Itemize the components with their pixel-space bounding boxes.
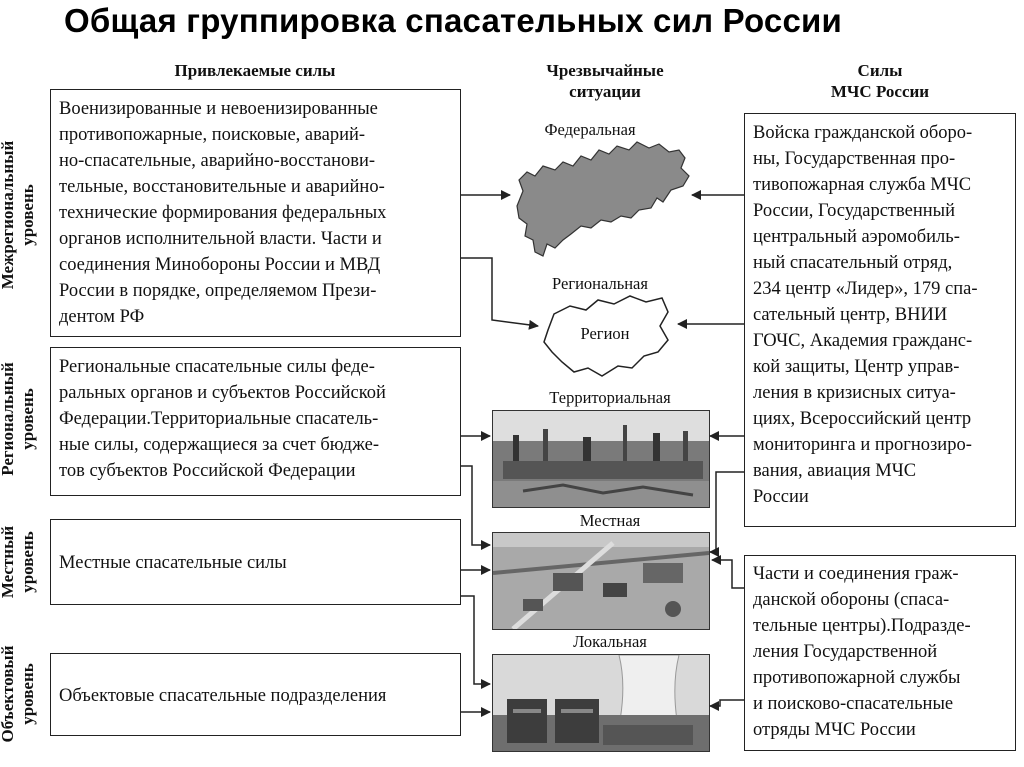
box-interregional-attracted: Военизированные и невоенизированные прот…: [50, 89, 461, 337]
box-line: отряды МЧС России: [753, 720, 916, 740]
local-photo: [492, 532, 710, 630]
russia-map-icon: [516, 141, 690, 257]
box-line: технические формирования федеральных: [59, 203, 387, 223]
label-federal: Федеральная: [544, 120, 636, 139]
box-line: ГОЧС, Академия гражданс-: [753, 331, 973, 351]
box-line: Федерации.Территориальные спасатель-: [59, 409, 379, 429]
box-line: тельные, восстановительные и аварийно-: [59, 177, 385, 197]
box-line: Объектовые спасательные подразделения: [59, 685, 387, 706]
region-map-icon: [543, 295, 669, 377]
box-line: соединения Минобороны России и МВД: [59, 255, 381, 275]
box-line: Региональные спасательные силы феде-: [59, 357, 375, 377]
column-header-emergencies-line1: Чрезвычайные: [546, 61, 664, 80]
box-line: противопожарные, поисковые, аварий-: [59, 125, 366, 145]
box-line: сательный центр, ВНИИ: [753, 305, 948, 325]
box-line: ления в кризисных ситуа-: [753, 383, 956, 403]
box-line: данской обороны (спаса-: [753, 590, 950, 610]
box-line: тельные центры).Подразде-: [753, 616, 971, 636]
box-line: Части и соединения граж-: [753, 564, 959, 584]
box-mchs-forces-bottom: Части и соединения граж- данской обороны…: [744, 555, 1016, 751]
box-line: дентом РФ: [59, 307, 145, 327]
box-line: кой защиты, Центр управ-: [753, 357, 960, 377]
box-line: Войска гражданской оборо-: [753, 123, 973, 143]
label-object-level: Локальная: [573, 632, 647, 651]
box-line: органов исполнительной власти. Части и: [59, 229, 382, 249]
column-header-mchs: Силы МЧС России: [790, 60, 970, 102]
box-line: циях, Всероссийский центр: [753, 409, 972, 429]
box-regional-attracted: Региональные спасательные силы феде- рал…: [50, 347, 461, 496]
power-plant-icon: [493, 655, 709, 751]
aerial-view-icon: [493, 533, 709, 629]
box-line: России, Государственный: [753, 201, 955, 221]
box-line: ны, Государственная про-: [753, 149, 956, 169]
box-line: Местные спасательные силы: [59, 553, 287, 573]
page-title: Общая группировка спасательных сил Росси…: [64, 2, 842, 39]
label-territorial: Территориальная: [549, 388, 671, 407]
column-header-emergencies: Чрезвычайные ситуации: [520, 60, 690, 102]
box-line: вания, авиация МЧС: [753, 461, 917, 481]
box-line: центральный аэромобиль-: [753, 227, 960, 247]
object-photo: [492, 654, 710, 752]
box-line: противопожарной службы: [753, 668, 961, 688]
column-header-attracted: Привлекаемые силы: [174, 61, 336, 80]
label-regional: Региональная: [552, 274, 648, 293]
box-line: России: [753, 487, 809, 507]
column-header-emergencies-line2: ситуации: [569, 82, 641, 101]
box-line: России в порядке, определяемом Прези-: [59, 281, 377, 301]
box-local-attracted: Местные спасательные силы: [50, 519, 461, 605]
column-header-mchs-line1: Силы: [857, 61, 903, 80]
column-header-mchs-line2: МЧС России: [830, 82, 930, 101]
industrial-city-icon: [493, 411, 709, 507]
box-line: тивопожарная служба МЧС: [753, 175, 972, 195]
territorial-photo: [492, 410, 710, 508]
box-line: Военизированные и невоенизированные: [59, 99, 378, 119]
box-line: мониторинга и прогнозиро-: [753, 435, 972, 455]
box-line: ральных органов и субъектов Российской: [59, 383, 386, 403]
box-object-attracted: Объектовые спасательные подразделения: [50, 653, 461, 736]
box-mchs-forces-top: Войска гражданской оборо- ны, Государств…: [744, 113, 1016, 527]
label-local: Местная: [579, 511, 641, 530]
label-region: Регион: [580, 324, 630, 343]
box-line: ные силы, содержащиеся за счет бюдже-: [59, 435, 379, 455]
box-line: ления Государственной: [753, 642, 938, 662]
box-line: но-спасательные, аварийно-восстанови-: [59, 151, 376, 171]
box-line: тов субъектов Российской Федерации: [59, 461, 356, 481]
box-line: и поисково-спасательные: [753, 694, 954, 714]
box-line: 234 центр «Лидер», 179 спа-: [753, 279, 978, 299]
box-line: ный спасательный отряд,: [753, 253, 953, 273]
